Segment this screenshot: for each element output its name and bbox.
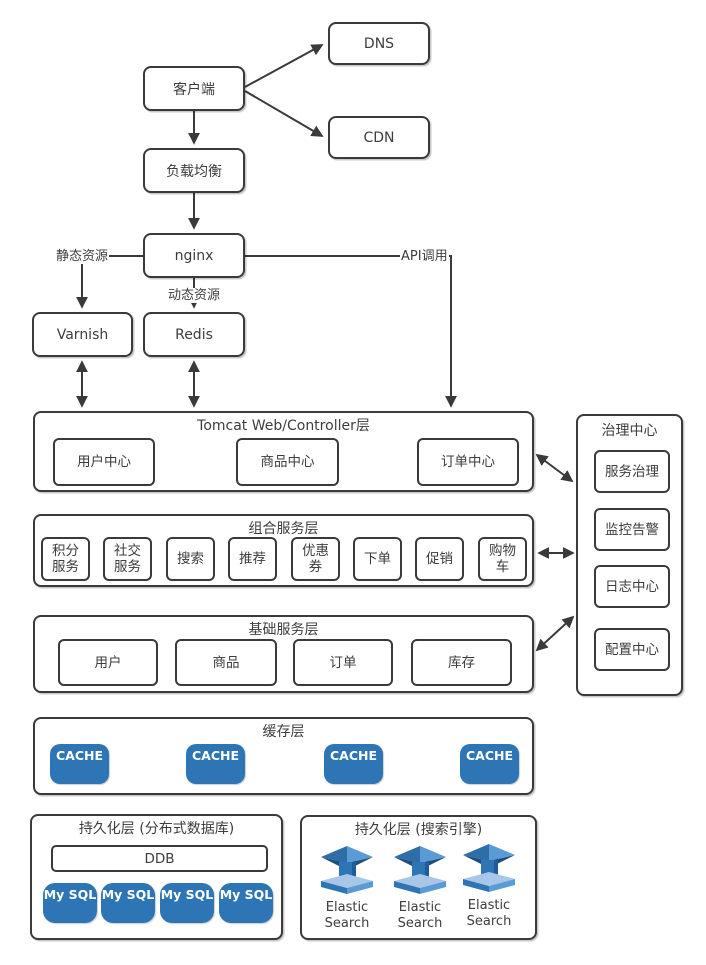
tomcat-item-order-center: 订单中心	[417, 438, 519, 486]
layer-persistence-db: 持久化层 (分布式数据库) DDB My SQL My SQL My SQL M…	[30, 814, 283, 940]
basic-item-user: 用户	[58, 639, 158, 686]
layer-tomcat: Tomcat Web/Controller层 用户中心 商品中心 订单中心	[33, 411, 534, 492]
composite-item-recommend: 推荐	[228, 537, 277, 581]
layer-cache-title: 缓存层	[262, 724, 305, 740]
cache-node: CACHE	[186, 744, 245, 784]
layer-basic-services: 基础服务层 用户 商品 订单 库存	[33, 615, 534, 693]
elasticsearch-node: Elastic Search	[453, 843, 525, 930]
elasticsearch-label: Elastic Search	[324, 900, 370, 931]
cache-node: CACHE	[460, 744, 519, 784]
edge-label-static-assets: 静态资源	[55, 249, 110, 264]
composite-item-points: 积分 服务	[41, 537, 90, 581]
node-cdn: CDN	[328, 116, 430, 159]
node-dns: DNS	[328, 22, 430, 65]
governance-item-service-governance: 服务治理	[594, 450, 670, 493]
basic-item-product: 商品	[175, 639, 277, 686]
composite-item-promotion: 促销	[415, 537, 464, 581]
mysql-node: My SQL	[219, 883, 273, 923]
edge-client-cdn	[244, 90, 324, 137]
layer-persistence-db-title: 持久化层 (分布式数据库)	[78, 821, 235, 837]
layer-composite-title: 组合服务层	[248, 521, 319, 537]
composite-item-ordering: 下单	[353, 537, 402, 581]
edge-basic-governance	[535, 615, 575, 652]
edge-label-api-call: API调用	[400, 249, 449, 264]
edge-label-dynamic-assets: 动态资源	[167, 288, 222, 303]
tomcat-item-product-center: 商品中心	[236, 438, 339, 486]
basic-item-inventory: 库存	[411, 639, 512, 686]
node-load-balancer: 负载均衡	[143, 148, 245, 193]
edge-tomcat-governance	[535, 453, 574, 483]
cache-node: CACHE	[50, 744, 109, 784]
composite-item-cart: 购物 车	[478, 537, 527, 581]
layer-persistence-search-title: 持久化层 (搜索引擎)	[354, 822, 483, 838]
composite-item-search: 搜索	[166, 537, 215, 581]
node-varnish: Varnish	[32, 312, 133, 357]
elasticsearch-label: Elastic Search	[397, 900, 443, 931]
tomcat-item-user-center: 用户中心	[53, 438, 155, 486]
elasticsearch-icon	[321, 846, 373, 894]
layer-governance: 治理中心 服务治理 监控告警 日志中心 配置中心	[576, 414, 683, 696]
composite-item-social: 社交 服务	[103, 537, 152, 581]
layer-basic-title: 基础服务层	[248, 622, 319, 638]
layer-persistence-search: 持久化层 (搜索引擎) Elastic Search	[300, 815, 537, 940]
elasticsearch-icon	[463, 844, 515, 892]
elasticsearch-label: Elastic Search	[466, 898, 512, 929]
cache-node: CACHE	[324, 744, 383, 784]
mysql-node: My SQL	[160, 883, 214, 923]
ddb-node: DDB	[51, 845, 268, 872]
edge-client-dns	[244, 44, 324, 88]
node-client: 客户端	[143, 66, 245, 111]
layer-composite-services: 组合服务层 积分 服务 社交 服务 搜索 推荐 优惠 券 下单 促销 购物 车	[33, 514, 534, 587]
mysql-node: My SQL	[101, 883, 155, 923]
elasticsearch-node: Elastic Search	[311, 845, 383, 932]
governance-item-log-center: 日志中心	[594, 565, 670, 608]
basic-item-order: 订单	[293, 639, 393, 686]
governance-item-monitoring-alerts: 监控告警	[594, 508, 670, 551]
composite-item-coupon: 优惠 券	[291, 537, 340, 581]
node-nginx: nginx	[143, 233, 245, 278]
elasticsearch-node: Elastic Search	[384, 845, 456, 932]
node-redis: Redis	[143, 312, 245, 357]
layer-governance-title: 治理中心	[601, 423, 658, 439]
mysql-node: My SQL	[43, 883, 97, 923]
layer-tomcat-title: Tomcat Web/Controller层	[197, 418, 370, 434]
elasticsearch-icon	[394, 846, 446, 894]
edge-nginx-api-tomcat	[245, 255, 457, 408]
governance-item-config-center: 配置中心	[594, 628, 670, 671]
layer-cache: 缓存层 CACHE CACHE CACHE CACHE	[33, 717, 534, 795]
